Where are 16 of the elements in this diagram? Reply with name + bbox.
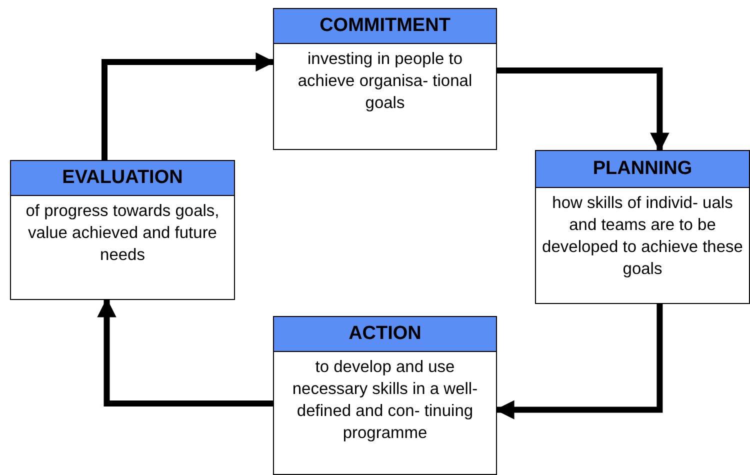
arrow (97, 298, 273, 406)
card-heading: ACTION (274, 317, 496, 352)
process-card (535, 150, 750, 304)
card-heading: EVALUATION (11, 161, 234, 196)
process-card (273, 8, 497, 150)
arrow (495, 304, 663, 420)
card-text: of progress towards goals, value achieved and future needs (24, 201, 220, 266)
card-text: investing in people to achieve organisa- tional goals (296, 49, 474, 114)
arrow (497, 67, 670, 152)
process-card (273, 316, 497, 475)
card-text: to develop and use necessary skills in a well-defined and con- tinuing programme (291, 357, 479, 444)
arrow (102, 52, 275, 160)
card-heading: PLANNING (536, 151, 749, 188)
card-heading: COMMITMENT (274, 9, 496, 44)
card-text: how skills of individ- uals and teams are to be developed to achieve these goals (541, 193, 744, 280)
process-card (10, 160, 235, 300)
